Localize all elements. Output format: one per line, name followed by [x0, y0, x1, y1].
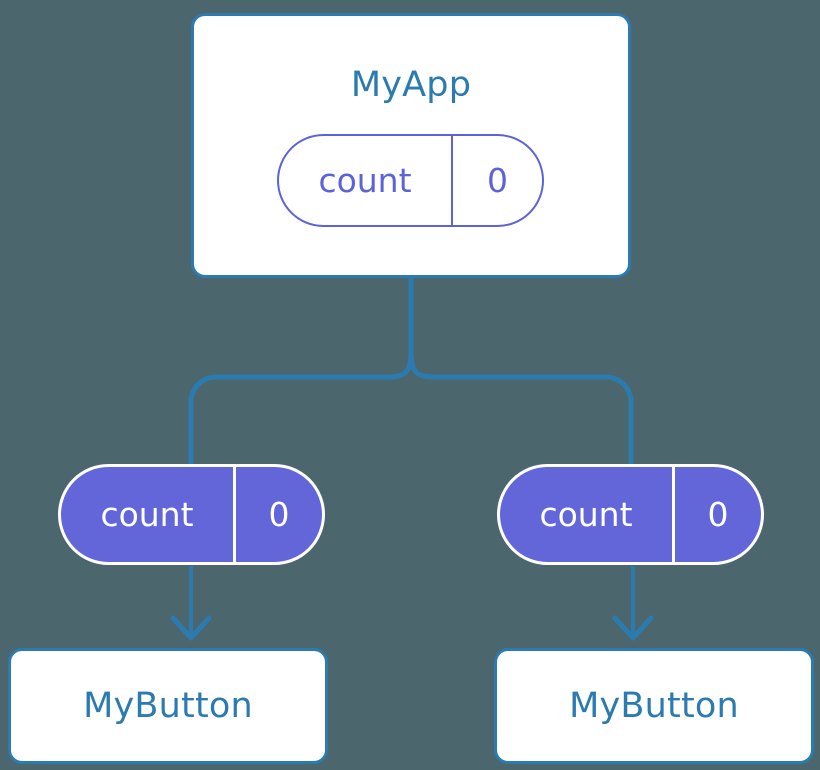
prop-pill-left[interactable]: count 0 [58, 464, 325, 565]
prop-key-left: count [61, 467, 236, 562]
prop-value-left: 0 [268, 495, 290, 534]
prop-key-right: count [500, 467, 675, 562]
component-title-myapp: MyApp [350, 65, 472, 105]
component-title-mybutton-left: MyButton [83, 686, 253, 726]
state-key-myapp: count [279, 136, 453, 225]
component-title-mybutton-right: MyButton [569, 686, 739, 726]
prop-value-right: 0 [707, 495, 729, 534]
arrow-head-left-icon [170, 615, 212, 641]
component-box-mybutton-right[interactable]: MyButton [494, 648, 814, 764]
component-box-mybutton-left[interactable]: MyButton [8, 648, 328, 764]
state-value-myapp: 0 [487, 161, 508, 200]
state-pill-myapp[interactable]: count 0 [277, 134, 544, 227]
prop-pill-right[interactable]: count 0 [497, 464, 764, 565]
arrow-head-right-icon [612, 615, 654, 641]
